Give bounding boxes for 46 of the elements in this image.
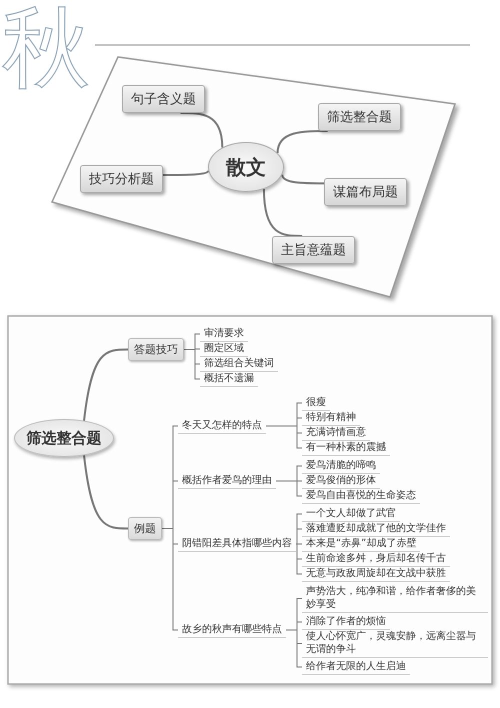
- subtopic-text: 冬天又怎样的特点: [178, 418, 266, 434]
- subtopic-text: 使人心怀宽广，灵魂安静，远离尘嚣与无谓的争斗: [302, 629, 488, 658]
- subtopic-text: 声势浩大，纯净和谐，给作者奢侈的美妙享受: [302, 584, 488, 613]
- subtopic-text: 一个文人却做了武官: [302, 506, 400, 522]
- topic-box: 答题技巧: [128, 338, 184, 361]
- subtopic-text: 筛选组合关键词: [200, 356, 278, 372]
- connector-line: [163, 170, 210, 176]
- connector-line: [262, 189, 302, 237]
- topic-box: 主旨意蕴题: [272, 236, 355, 264]
- topic-box: 例题: [128, 517, 162, 540]
- connector-line: [276, 130, 328, 154]
- subtopic-text: 审清要求: [200, 326, 248, 342]
- connector-line: [296, 528, 302, 544]
- subtopic-text: 特别有精神: [302, 410, 360, 426]
- subtopic-text: 圈定区域: [200, 341, 248, 357]
- subtopic-text: 概括作者爱鸟的理由: [178, 473, 276, 489]
- subtopic-text: 落难遭贬却成就了他的文学佳作: [302, 521, 450, 537]
- connector-line: [180, 112, 224, 148]
- subtopic-text: 充满诗情画意: [302, 425, 370, 441]
- connector-line: [162, 528, 178, 630]
- connector-line: [286, 630, 302, 668]
- connector-line: [83, 348, 128, 422]
- topic-box: 谋篇布局题: [324, 178, 407, 206]
- connector-line: [184, 349, 200, 380]
- subtopic-text: 故乡的秋声有哪些特点: [178, 622, 286, 638]
- subtopic-text: 生前命途多舛，身后却名传千古: [302, 551, 450, 567]
- subtopic-text: 本来是“赤鼻”却成了赤壁: [302, 536, 420, 552]
- subtopic-text: 爱鸟自由喜悦的生命姿态: [302, 488, 420, 504]
- connector-line: [281, 174, 324, 184]
- subtopic-text: 有一种朴素的震撼: [302, 440, 390, 456]
- subtopic-text: 阴错阳差具体指哪些内容: [178, 536, 296, 552]
- calligraphy-character: 秋: [2, 2, 90, 94]
- topic-box: 技巧分析题: [80, 165, 163, 193]
- topic-box: 句子含义题: [122, 85, 205, 113]
- subtopic-text: 爱鸟清脆的啼鸣: [302, 458, 380, 474]
- subtopic-text: 给作者无限的人生启迪: [302, 659, 410, 675]
- subtopic-text: 消除了作者的烦恼: [302, 614, 390, 630]
- subtopic-text: 很瘦: [302, 395, 330, 411]
- connector-line: [296, 544, 302, 574]
- subtopic-text: 爱鸟俊俏的形体: [302, 473, 380, 489]
- subtopic-text: 无意与政敌周旋却在文战中获胜: [302, 566, 450, 582]
- connector-line: [266, 426, 302, 448]
- connector-line: [276, 480, 302, 496]
- connector-line: [83, 454, 128, 530]
- topic-box: 筛选整合题: [318, 103, 401, 131]
- subtopic-text: 概括不遗漏: [200, 371, 258, 387]
